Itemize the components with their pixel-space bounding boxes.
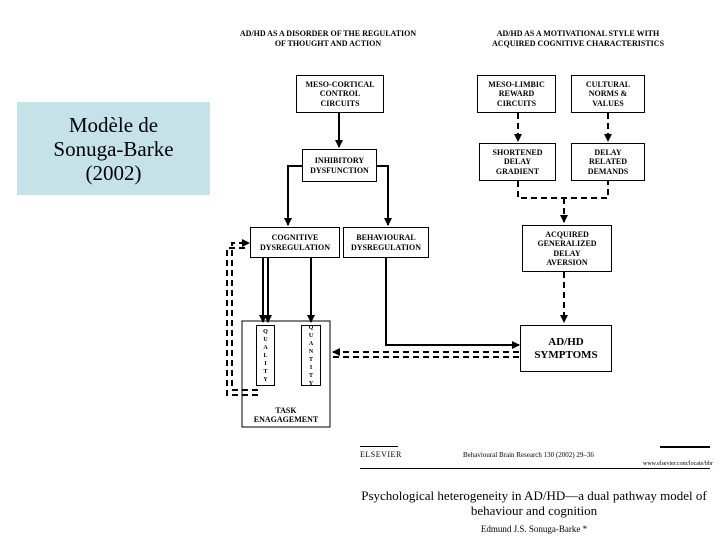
left-pathway-heading: AD/HD AS A DISORDER OF THE REGULATION OF… <box>239 29 417 48</box>
box-shortened-delay-gradient: SHORTENED DELAY GRADIENT <box>479 143 556 181</box>
box-meso-cortical-circuits: MESO-CORTICAL CONTROL CIRCUITS <box>296 75 384 113</box>
task-engagement-label: TASK ENAGAGEMENT <box>253 406 319 424</box>
slide-title: Modèle de Sonuga-Barke (2002) <box>17 102 210 195</box>
citation-divider <box>360 468 710 469</box>
box-cognitive-dysregulation: COGNITIVE DYSREGULATION <box>250 227 340 258</box>
box-quality: Q U A L I T Y <box>256 325 275 386</box>
task-engagement-frame <box>241 320 331 428</box>
publisher-name: ELSEVIER <box>360 450 402 459</box>
journal-logo-rule <box>660 446 710 448</box>
arrow-inhibitory-to-behavioural <box>376 165 392 226</box>
journal-reference: Behavioural Brain Research 130 (2002) 29… <box>463 451 594 459</box>
publisher-rule <box>360 446 398 447</box>
journal-url: www.elsevier.com/locate/bbr <box>643 461 713 467</box>
box-meso-limbic-reward-circuits: MESO-LIMBIC REWARD CIRCUITS <box>477 75 556 113</box>
arrow-feedback-loop-outer <box>231 239 258 391</box>
box-adhd-symptoms: AD/HD SYMPTOMS <box>520 325 612 372</box>
box-inhibitory-dysfunction: INHIBITORY DYSFUNCTION <box>302 149 377 182</box>
paper-author: Edmund J.S. Sonuga-Barke * <box>480 524 588 534</box>
box-behavioural-dysregulation: BEHAVIOURAL DYSREGULATION <box>343 227 429 258</box>
box-delay-related-demands: DELAY RELATED DEMANDS <box>571 143 645 181</box>
box-acquired-generalized-delay-aversion: ACQUIRED GENERALIZED DELAY AVERSION <box>522 225 612 272</box>
box-quantity: Q U A N T I T Y <box>301 325 321 387</box>
arrow-gradient-demands-merge <box>517 181 609 199</box>
arrow-inhibitory-to-cognitive <box>284 165 303 226</box>
arrow-behavioural-to-symptoms <box>385 258 520 349</box>
right-pathway-heading: AD/HD AS A MOTIVATIONAL STYLE WITH ACQUI… <box>491 29 665 48</box>
box-cultural-norms-values: CULTURAL NORMS & VALUES <box>571 75 645 113</box>
paper-title: Psychological heterogeneity in AD/HD—a d… <box>361 488 707 518</box>
